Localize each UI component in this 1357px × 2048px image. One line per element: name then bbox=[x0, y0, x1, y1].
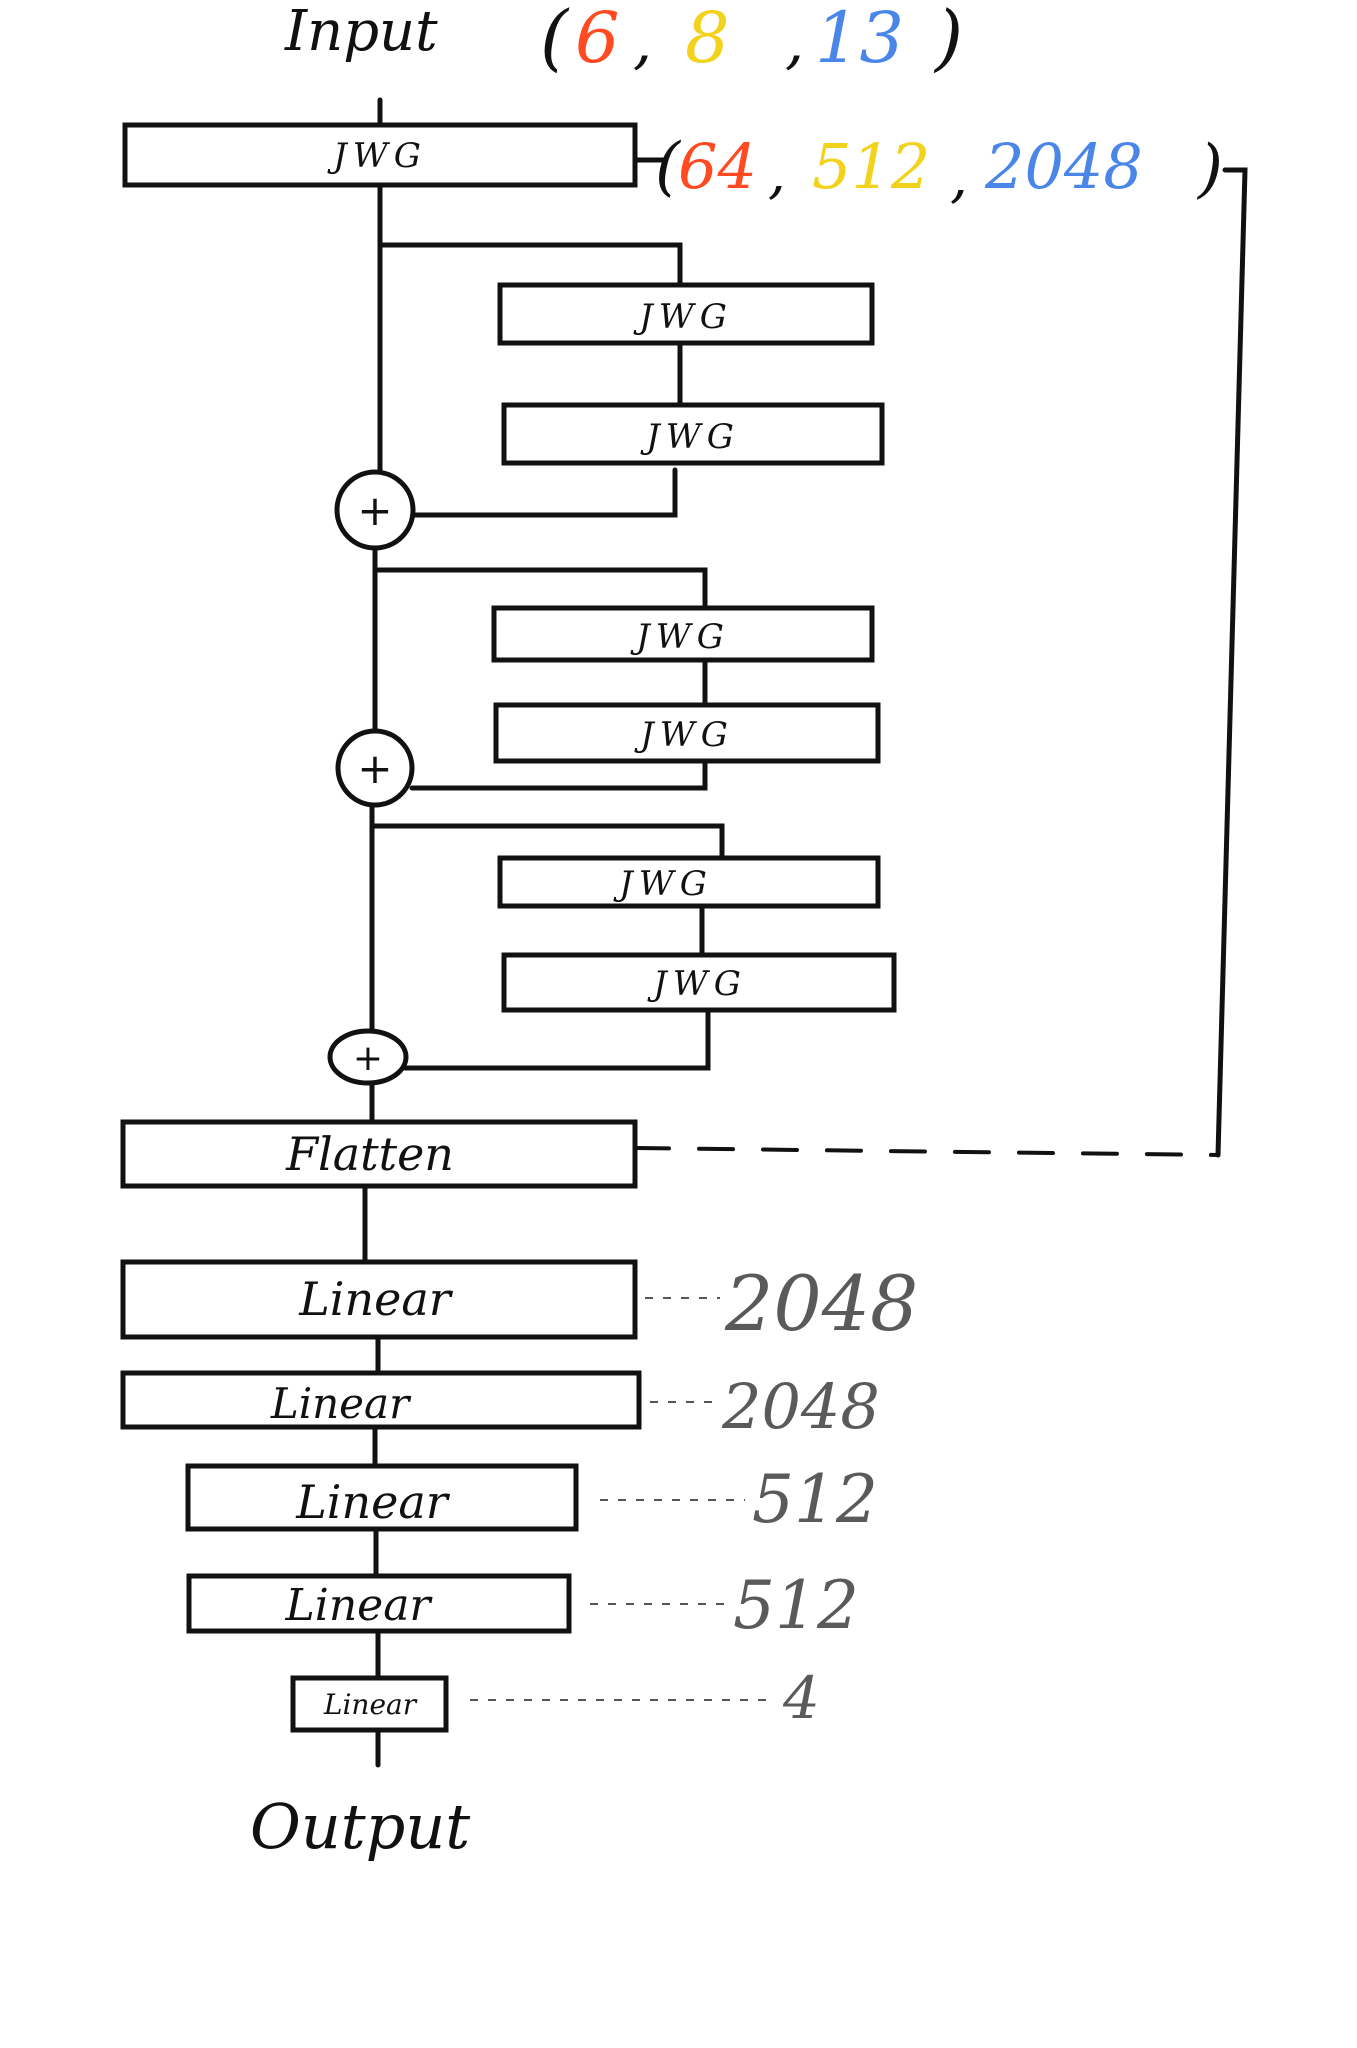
res3-add-circle bbox=[327, 1028, 409, 1086]
res3-jwg-a-label: JWG bbox=[613, 864, 713, 904]
input-dim-2: 8 bbox=[685, 0, 730, 79]
res3-branch-out bbox=[402, 1007, 711, 1071]
input-open-paren: ( bbox=[540, 0, 570, 79]
res3-jwg-b-box bbox=[501, 952, 897, 1013]
res1-jwg-a-box bbox=[497, 282, 875, 346]
shape-close-paren: ) bbox=[1196, 132, 1223, 206]
res2-jwg-a-label: JWG bbox=[630, 617, 730, 657]
linear-3-box bbox=[185, 1463, 579, 1532]
linear-layer-4: Linear 512 bbox=[186, 1567, 859, 1644]
residual-block-3: JWG JWG + bbox=[327, 823, 897, 1086]
res2-jwg-b-label: JWG bbox=[634, 715, 734, 755]
linear-layer-3: Linear 512 bbox=[185, 1461, 878, 1538]
linear-3-size: 512 bbox=[752, 1461, 878, 1538]
linear-2-size: 2048 bbox=[721, 1370, 880, 1443]
res2-branch-out bbox=[409, 758, 708, 791]
input-dim-3: 13 bbox=[815, 0, 904, 79]
linear-layer-5: Linear 4 bbox=[290, 1664, 820, 1733]
res2-jwg-b-box bbox=[493, 702, 881, 764]
shape-open-paren: ( bbox=[655, 130, 682, 204]
output-label: Output bbox=[250, 1790, 470, 1863]
res2-add-circle bbox=[335, 728, 415, 808]
shape-comma-1: , bbox=[768, 141, 786, 206]
linear-5-size: 4 bbox=[782, 1664, 820, 1732]
res2-add-symbol: + bbox=[357, 744, 392, 793]
linear-stack: Linear 2048 Linear 2048 Linear 512 Linea… bbox=[120, 1259, 918, 1768]
flatten-box bbox=[120, 1119, 638, 1189]
linear-4-size: 512 bbox=[733, 1567, 859, 1644]
shape-dim-3: 2048 bbox=[984, 130, 1143, 203]
res3-branch-in bbox=[369, 823, 725, 861]
input-label: Input bbox=[284, 0, 438, 64]
shape-dim-1: 64 bbox=[678, 130, 757, 203]
input-dim-1: 6 bbox=[575, 0, 620, 79]
jwg-top-block: JWG bbox=[122, 122, 638, 188]
linear-1-label: Linear bbox=[298, 1272, 454, 1326]
residual-block-1: JWG JWG + bbox=[334, 242, 885, 551]
jwg-top-label: JWG bbox=[327, 136, 427, 176]
res1-add-circle bbox=[334, 469, 416, 551]
res2-jwg-a-box bbox=[491, 605, 875, 663]
linear-2-box bbox=[120, 1370, 642, 1430]
residual-block-2: JWG JWG + bbox=[335, 567, 881, 808]
res1-jwg-a-label: JWG bbox=[633, 297, 733, 337]
res1-add-symbol: + bbox=[357, 486, 392, 535]
linear-5-box bbox=[290, 1675, 449, 1733]
linear-5-label: Linear bbox=[323, 1688, 418, 1721]
linear-layer-2: Linear 2048 bbox=[120, 1370, 880, 1443]
input-comma-2: , bbox=[785, 7, 804, 77]
linear-2-label: Linear bbox=[270, 1379, 412, 1428]
input-comma-1: , bbox=[633, 7, 652, 77]
input-close-paren: ) bbox=[933, 0, 963, 79]
linear-4-box bbox=[186, 1573, 572, 1634]
res1-jwg-b-label: JWG bbox=[640, 417, 740, 457]
linear-layer-1: Linear 2048 bbox=[120, 1259, 918, 1348]
shape-dim-2: 512 bbox=[812, 130, 930, 203]
res3-jwg-b-label: JWG bbox=[647, 964, 747, 1004]
shape-comma-2: , bbox=[950, 145, 968, 210]
flatten-label: Flatten bbox=[285, 1127, 454, 1181]
linear-1-size: 2048 bbox=[724, 1259, 918, 1348]
res3-add-symbol: + bbox=[353, 1038, 383, 1079]
res1-jwg-b-box bbox=[501, 402, 885, 466]
res3-jwg-a-box bbox=[497, 855, 881, 909]
res2-branch-in bbox=[372, 567, 708, 611]
jwg-output-shape: ( 64 , 512 , 2048 ) bbox=[632, 130, 1223, 210]
flatten-block: Flatten bbox=[120, 1119, 638, 1189]
linear-1-box bbox=[120, 1259, 638, 1340]
input-header: Input ( 6 , 8 , 13 ) bbox=[284, 0, 963, 79]
shape-feedback-line bbox=[1215, 167, 1248, 1158]
res1-branch-in bbox=[377, 242, 683, 288]
flatten-dashed-link bbox=[633, 1146, 1220, 1157]
linear-4-label: Linear bbox=[285, 1580, 434, 1631]
linear-3-label: Linear bbox=[295, 1475, 451, 1529]
res1-branch-out bbox=[412, 467, 678, 518]
